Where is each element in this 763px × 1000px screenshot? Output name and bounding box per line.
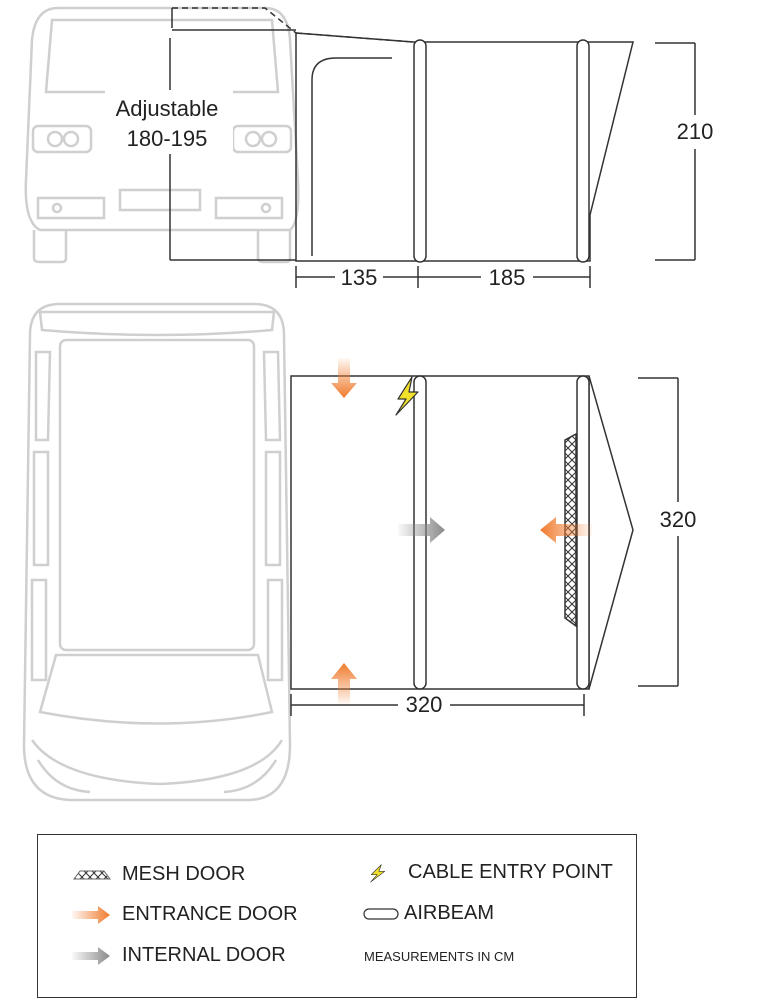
legend-internal-door: INTERNAL DOOR: [70, 944, 286, 967]
height-dimension: [655, 42, 696, 261]
internal-arrow: [398, 517, 445, 543]
airbeam-icon: [363, 907, 399, 920]
adjustable-label: Adjustable: [116, 96, 219, 121]
van-rear-view: [24, 6, 300, 264]
plan-width-value: 320: [406, 692, 443, 717]
legend-airbeam: AIRBEAM: [356, 902, 494, 925]
legend-internal-door-label: INTERNAL DOOR: [122, 944, 286, 966]
legend-entrance-door-label: ENTRANCE DOOR: [122, 903, 298, 925]
legend-mesh-door: MESH DOOR: [70, 863, 245, 886]
entrance-arrow-side: [540, 517, 592, 543]
van-top-view: [22, 302, 292, 802]
legend-cable-entry-label: CABLE ENTRY POINT: [408, 861, 613, 883]
mesh-door-icon: [73, 870, 111, 879]
internal-arrow-icon: [72, 946, 110, 965]
legend-entrance-door: ENTRANCE DOOR: [70, 903, 298, 926]
entrance-arrow-bottom: [331, 663, 357, 704]
side-front-value: 135: [341, 265, 378, 290]
entrance-arrow-icon: [72, 905, 110, 924]
units-note: MEASUREMENTS IN CM: [364, 949, 515, 964]
legend-airbeam-label: AIRBEAM: [404, 902, 495, 924]
adjustable-label-bg: [105, 90, 233, 154]
adjustable-range: 180-195: [127, 126, 208, 151]
legend-units-note: MEASUREMENTS IN CM: [364, 949, 514, 964]
lightning-icon: [370, 863, 385, 882]
airbeam-side-1: [413, 39, 427, 263]
height-value: 210: [677, 119, 714, 144]
airbeam-side-2: [576, 39, 590, 263]
plan-depth-value: 320: [660, 507, 697, 532]
cable-entry-lightning-icon: [395, 376, 419, 416]
awning-diagram: Adjustable 180-195 210 135 185: [22, 6, 715, 802]
side-rear-value: 185: [489, 265, 526, 290]
entrance-arrow-top: [331, 358, 357, 398]
legend-cable-entry: CABLE ENTRY POINT: [356, 861, 613, 884]
legend-mesh-door-label: MESH DOOR: [122, 863, 246, 885]
legend: MESH DOOR ENTRANCE DOOR INTERNAL DOOR CA…: [37, 834, 637, 998]
